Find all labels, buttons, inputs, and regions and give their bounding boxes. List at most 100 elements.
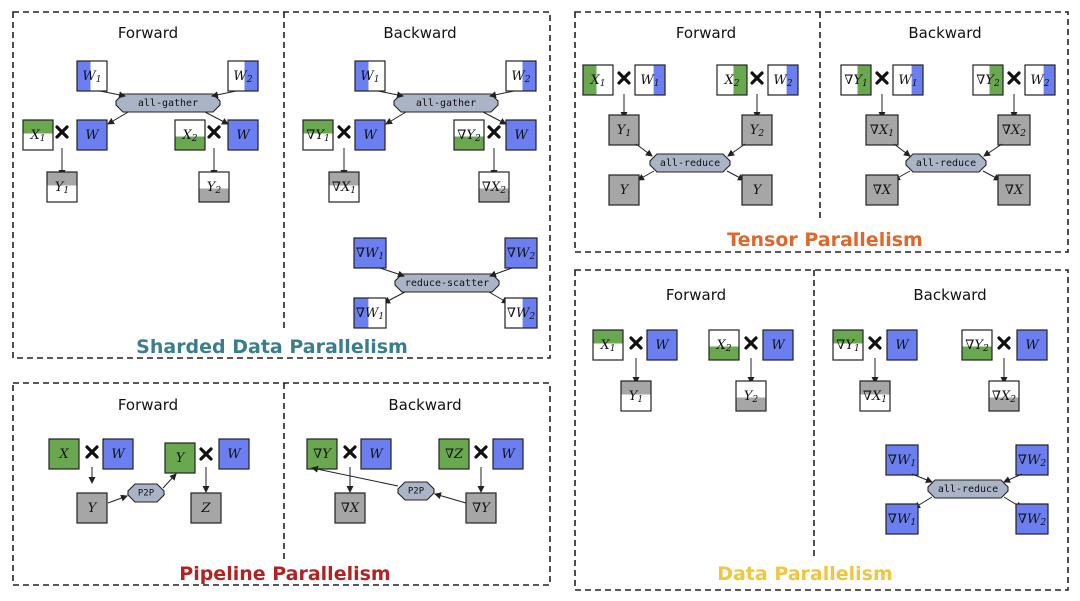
y2-box: Y2 bbox=[198, 171, 230, 203]
svg-text:W1: W1 bbox=[640, 73, 659, 90]
svg-text:W: W bbox=[111, 447, 126, 462]
svg-text:Y2: Y2 bbox=[750, 123, 765, 140]
t-gx2-box: ∇X2 bbox=[997, 114, 1031, 146]
d-arrow-6 bbox=[1003, 473, 1023, 483]
d-gw2-box: ∇W2 bbox=[1015, 503, 1049, 535]
svg-text:Y2: Y2 bbox=[744, 389, 759, 406]
p-gy-gray-box: ∇Y bbox=[465, 492, 497, 524]
t-all-reduce-forward: all-reduce bbox=[649, 153, 731, 173]
p-bw-box: W bbox=[360, 438, 392, 470]
t-gy1-box: ∇Y1 bbox=[840, 64, 872, 96]
svg-text:∇X1: ∇X1 bbox=[332, 180, 356, 197]
all-gather-backward: all-gather bbox=[393, 93, 499, 113]
gw1-shard-box: ∇W1 bbox=[353, 297, 387, 329]
svg-text:X1: X1 bbox=[599, 338, 615, 355]
tensor-backward-heading: Backward bbox=[908, 24, 981, 42]
svg-text:∇Y2: ∇Y2 bbox=[965, 338, 989, 355]
sharded-forward-heading: Forward bbox=[118, 24, 178, 42]
svg-text:∇W2: ∇W2 bbox=[1018, 512, 1046, 529]
svg-text:X: X bbox=[58, 447, 69, 462]
d-y2-box: Y2 bbox=[735, 380, 767, 412]
arrow-bop-w-left bbox=[385, 111, 407, 125]
p-z-box: Z bbox=[190, 492, 222, 524]
p-p2p-backward: P2P bbox=[397, 481, 435, 501]
data-forward-heading: Forward bbox=[666, 286, 726, 304]
svg-text:∇Y1: ∇Y1 bbox=[836, 338, 859, 355]
d-multiply-3 bbox=[868, 336, 882, 350]
d-gy1-box: ∇Y1 bbox=[832, 329, 864, 361]
p-gy-box: ∇Y bbox=[306, 438, 338, 470]
p-x-box: X bbox=[48, 438, 80, 470]
w-box-left: W bbox=[76, 119, 108, 151]
svg-text:W2: W2 bbox=[233, 69, 252, 86]
multiply-4 bbox=[487, 125, 501, 139]
t-arrow-3 bbox=[635, 143, 653, 157]
d-multiply-4 bbox=[997, 336, 1011, 350]
x2-box: X2 bbox=[174, 119, 206, 151]
p-arrow-8 bbox=[311, 465, 399, 487]
w2-box-back: W2 bbox=[505, 60, 537, 92]
svg-text:∇W1: ∇W1 bbox=[356, 246, 384, 263]
p-gx-box: ∇X bbox=[334, 492, 366, 524]
t-gy2-box: ∇Y2 bbox=[972, 64, 1004, 96]
sharded-panel bbox=[12, 11, 551, 359]
t-y-right-box: Y bbox=[741, 174, 773, 206]
data-backward-heading: Backward bbox=[913, 286, 986, 304]
pipeline-forward-heading: Forward bbox=[118, 396, 178, 414]
arrow-op-w-left bbox=[107, 111, 129, 125]
svg-text:all-gather: all-gather bbox=[138, 98, 198, 109]
svg-text:W: W bbox=[236, 128, 251, 143]
arrow-bw1-op bbox=[377, 90, 404, 99]
svg-text:Y1: Y1 bbox=[617, 123, 631, 140]
d-multiply-1 bbox=[629, 336, 643, 350]
bw-box-left: W bbox=[354, 119, 386, 151]
d-y1-box: Y1 bbox=[620, 380, 652, 412]
svg-text:W: W bbox=[363, 128, 378, 143]
t-arrow-5 bbox=[637, 170, 655, 181]
d-w-box-1: W bbox=[646, 329, 678, 361]
t-y2-box: Y2 bbox=[741, 114, 773, 146]
svg-text:W: W bbox=[369, 447, 384, 462]
svg-text:∇X1: ∇X1 bbox=[863, 389, 887, 406]
t-gx-left-box: ∇X bbox=[865, 174, 899, 206]
p-multiply-2 bbox=[199, 447, 213, 461]
sharded-title: Sharded Data Parallelism bbox=[136, 336, 408, 358]
p-arrow-7 bbox=[434, 492, 467, 504]
gx2-box: ∇X2 bbox=[478, 171, 510, 203]
data-panel bbox=[574, 269, 1069, 591]
d-multiply-2 bbox=[744, 336, 758, 350]
tensor-title: Tensor Parallelism bbox=[727, 229, 923, 251]
svg-text:Y: Y bbox=[176, 451, 186, 466]
multiply-3 bbox=[337, 125, 351, 139]
svg-text:W2: W2 bbox=[1030, 73, 1049, 90]
tensor-forward-heading: Forward bbox=[676, 24, 736, 42]
t-bw2-box: W2 bbox=[1024, 64, 1056, 96]
p-multiply-1 bbox=[85, 445, 99, 459]
p-w2-box: W bbox=[218, 438, 250, 470]
d-gx1-box: ∇X1 bbox=[859, 380, 891, 412]
svg-text:X1: X1 bbox=[29, 128, 45, 145]
t-multiply-2 bbox=[750, 71, 764, 85]
svg-text:Y: Y bbox=[753, 183, 763, 198]
svg-text:∇Y1: ∇Y1 bbox=[844, 73, 867, 90]
svg-text:P2P: P2P bbox=[138, 489, 155, 499]
t-gx-right-box: ∇X bbox=[997, 174, 1031, 206]
svg-text:∇X2: ∇X2 bbox=[1002, 123, 1026, 140]
arrow-gw2-rs bbox=[489, 267, 513, 278]
svg-text:∇W1: ∇W1 bbox=[888, 512, 916, 529]
t-x1-box: X1 bbox=[582, 64, 614, 96]
t-bw1-box: W1 bbox=[892, 64, 924, 96]
svg-text:W1: W1 bbox=[82, 69, 101, 86]
svg-text:X2: X2 bbox=[181, 128, 197, 145]
svg-text:∇X1: ∇X1 bbox=[870, 123, 894, 140]
svg-text:W2: W2 bbox=[511, 69, 530, 86]
svg-text:∇X2: ∇X2 bbox=[992, 389, 1016, 406]
arrow-w1-op bbox=[99, 90, 126, 99]
svg-text:W: W bbox=[895, 338, 910, 353]
p-y-gray-box: Y bbox=[76, 492, 108, 524]
svg-text:X2: X2 bbox=[715, 338, 731, 355]
gy2-box: ∇Y2 bbox=[453, 119, 485, 151]
t-multiply-3 bbox=[875, 71, 889, 85]
d-all-reduce: all-reduce bbox=[927, 479, 1009, 499]
svg-text:∇W1: ∇W1 bbox=[888, 453, 916, 470]
